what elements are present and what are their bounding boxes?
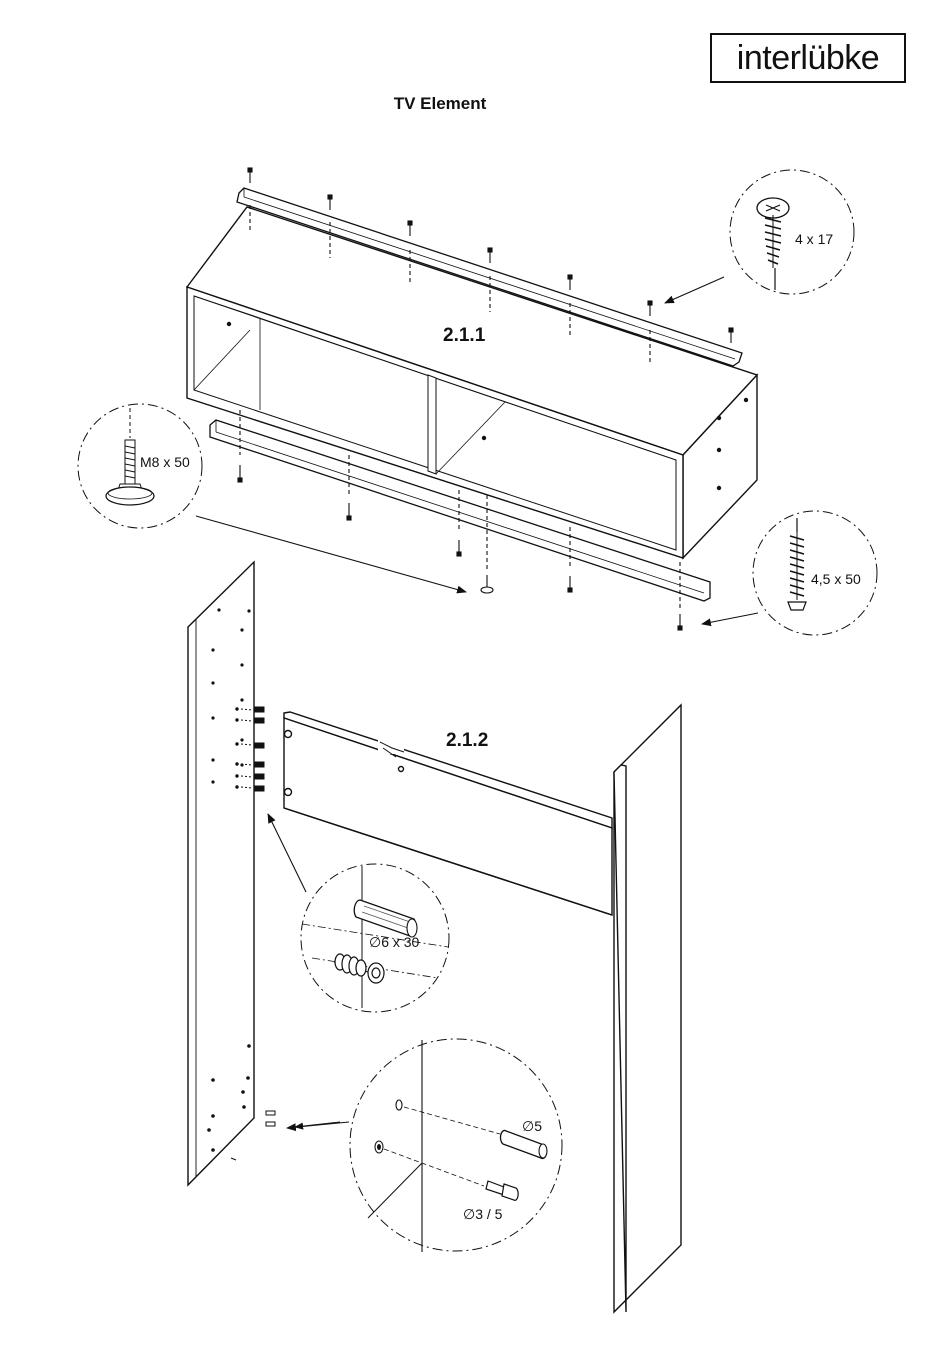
dowel-size: ∅6 x 30 [369, 934, 420, 950]
callout-pins: ∅5 ∅3 / 5 [287, 1039, 562, 1252]
pin-large-size: ∅5 [522, 1118, 542, 1134]
callout-screw-4x17: 4 x 17 [665, 170, 854, 303]
callout-screw-4-5x50: 4,5 x 50 [702, 511, 877, 635]
pin-small-size: ∅3 / 5 [463, 1206, 503, 1222]
step-label-bottom: 2.1.2 [446, 730, 488, 751]
right-side-panel [614, 705, 681, 1312]
glide-size: M8 x 50 [140, 454, 190, 470]
screw-top-size: 4 x 17 [795, 231, 833, 247]
left-side-panel [188, 562, 254, 1185]
step-label-top: 2.1.1 [443, 325, 486, 346]
screw-side-size: 4,5 x 50 [811, 571, 861, 587]
